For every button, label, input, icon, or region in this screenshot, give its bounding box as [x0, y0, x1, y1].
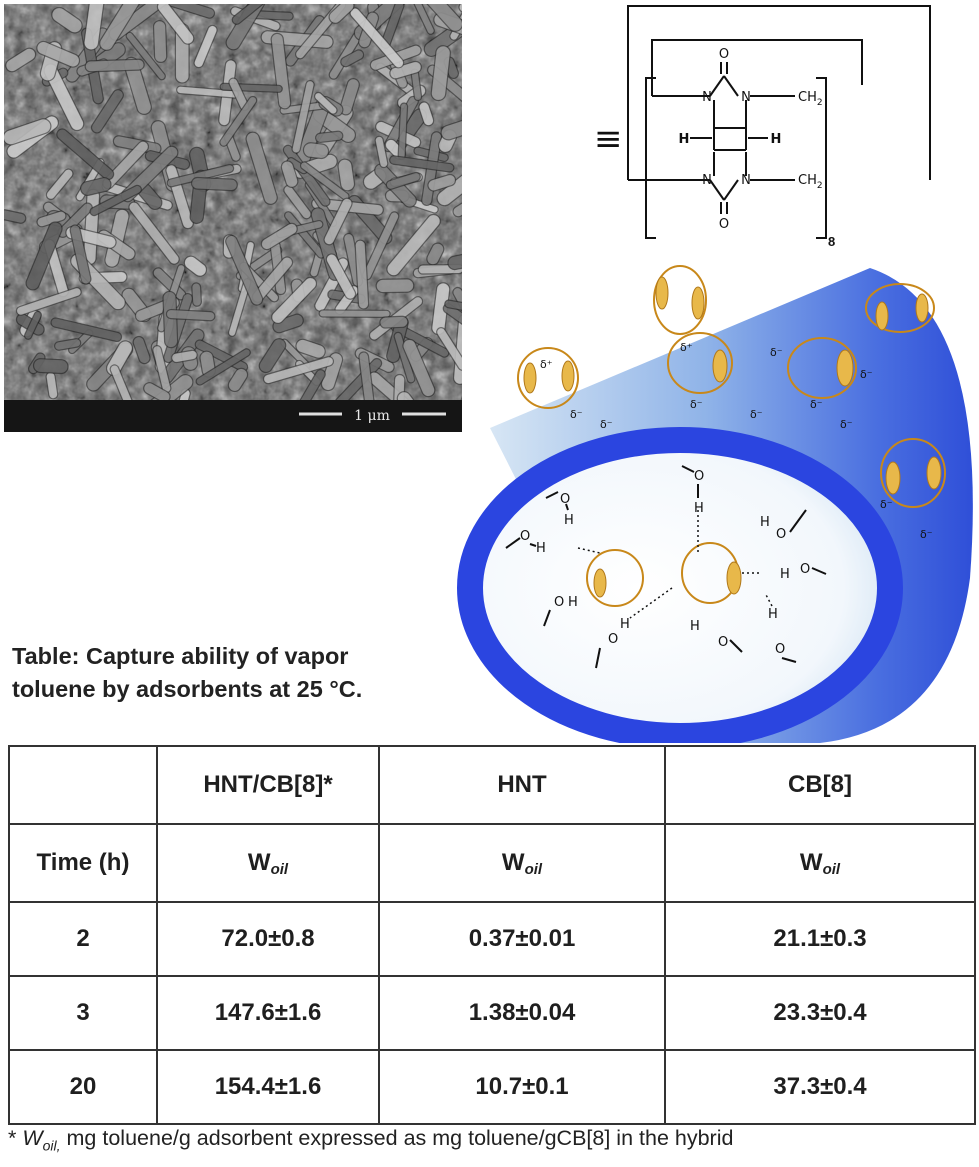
water-atom: O — [718, 635, 728, 650]
capture-ability-table: HNT/CB[8]* HNT CB[8] Time (h) Woil Woil … — [8, 745, 976, 1125]
header-cell: CB[8] — [664, 745, 976, 825]
footnote-w: W — [22, 1126, 43, 1150]
water-atom: O — [520, 529, 530, 544]
charge-label: δ⁻ — [880, 498, 893, 511]
partial-positive-label: δ⁺ — [540, 358, 553, 371]
sem-micrograph: 1 μm — [4, 4, 462, 432]
caption-line: toluene by adsorbents at 25 °C. — [12, 676, 363, 702]
charge-label: δ⁻ — [920, 528, 933, 541]
w-letter: W — [247, 848, 271, 876]
footnote-star: * — [8, 1126, 23, 1150]
equivalence-symbol: ≡ — [594, 119, 623, 159]
water-atom: H — [564, 513, 574, 528]
water-atom: O — [560, 492, 570, 507]
hnt-cb8-cell: 72.0±0.8 — [156, 901, 380, 977]
header-cell: HNT — [378, 745, 666, 825]
w-subscript: oil — [822, 860, 841, 878]
water-atom: H — [568, 595, 578, 610]
cb8-cell: 37.3±0.4 — [664, 1049, 976, 1125]
atom-label: N — [741, 173, 751, 188]
table-caption: Table: Capture ability of vapor toluene … — [12, 640, 442, 706]
water-atom: O — [694, 469, 704, 484]
woil-cell: Woil — [156, 823, 380, 903]
partial-positive-label: δ⁺ — [680, 341, 693, 354]
charge-label: δ⁻ — [600, 418, 613, 431]
table-row: 2 72.0±0.8 0.37±0.01 21.1±0.3 — [8, 901, 976, 977]
time-cell: 2 — [8, 901, 158, 977]
time-cell: 20 — [8, 1049, 158, 1125]
hnt-cell: 10.7±0.1 — [378, 1049, 666, 1125]
atom-label: H — [771, 132, 782, 147]
water-atom: H — [690, 619, 700, 634]
water-atom: O — [554, 595, 564, 610]
charge-label: δ⁻ — [750, 408, 763, 421]
header-cell — [8, 745, 158, 825]
woil-cell: Woil — [664, 823, 976, 903]
cb8-structure-diagram: ≡ 8 O O N N N N — [594, 5, 931, 249]
table-header-row: HNT/CB[8]* HNT CB[8] — [8, 745, 976, 825]
water-atom: O — [800, 562, 810, 577]
w-letter: W — [799, 848, 823, 876]
footnote-text: mg toluene/g adsorbent expressed as mg t… — [60, 1126, 734, 1150]
w-subscript: oil — [270, 860, 289, 878]
svg-text:CH2: CH2 — [798, 173, 823, 191]
caption-line: Table: Capture ability of vapor — [12, 643, 349, 669]
cb8-cell: 21.1±0.3 — [664, 901, 976, 977]
scale-bar-label: 1 μm — [354, 408, 390, 424]
water-atom: O — [776, 527, 786, 542]
time-cell: 3 — [8, 975, 158, 1051]
w-subscript: oil — [524, 860, 543, 878]
svg-text:CH2: CH2 — [798, 90, 823, 108]
nanotube-diagram: δ⁻ δ⁻ δ⁻ δ⁻ δ⁻ δ⁻ δ⁻ δ⁻ δ⁻ δ⁻ δ⁺ δ⁺ O H … — [457, 265, 973, 743]
atom-label: N — [702, 173, 712, 188]
water-atom: H — [760, 515, 770, 530]
water-atom: H — [768, 607, 778, 622]
atom-label: N — [741, 90, 751, 105]
table-unit-row: Time (h) Woil Woil Woil — [8, 823, 976, 903]
hnt-cb8-cell: 147.6±1.6 — [156, 975, 380, 1051]
ch2-subscript: 2 — [817, 181, 823, 191]
charge-label: δ⁻ — [690, 398, 703, 411]
water-atom: H — [694, 501, 704, 516]
water-atom: H — [620, 617, 630, 632]
hnt-cell: 1.38±0.04 — [378, 975, 666, 1051]
header-cell: HNT/CB[8]* — [156, 745, 380, 825]
atom-label: O — [719, 217, 729, 232]
charge-label: δ⁻ — [840, 418, 853, 431]
woil-cell: Woil — [378, 823, 666, 903]
charge-label: δ⁻ — [770, 346, 783, 359]
table-row: 20 154.4±1.6 10.7±0.1 37.3±0.4 — [8, 1049, 976, 1125]
atom-label: O — [719, 47, 729, 62]
time-header: Time (h) — [8, 823, 158, 903]
hnt-cell: 0.37±0.01 — [378, 901, 666, 977]
water-atom: H — [536, 541, 546, 556]
hnt-cb8-cell: 154.4±1.6 — [156, 1049, 380, 1125]
water-atom: O — [608, 632, 618, 647]
atom-label: H — [679, 132, 690, 147]
atom-label: N — [702, 90, 712, 105]
footnote: * Woil, mg toluene/g adsorbent expressed… — [8, 1126, 978, 1153]
repeat-count: 8 — [828, 234, 835, 249]
cb8-cell: 23.3±0.4 — [664, 975, 976, 1051]
water-atom: H — [780, 567, 790, 582]
ch2-subscript: 2 — [817, 98, 823, 108]
water-atom: O — [775, 642, 785, 657]
footnote-w-sub: oil, — [42, 1137, 61, 1154]
ch2-label: CH — [798, 173, 817, 188]
charge-label: δ⁻ — [570, 408, 583, 421]
table-row: 3 147.6±1.6 1.38±0.04 23.3±0.4 — [8, 975, 976, 1051]
w-letter: W — [501, 848, 525, 876]
charge-label: δ⁻ — [860, 368, 873, 381]
charge-label: δ⁻ — [810, 398, 823, 411]
ch2-label: CH — [798, 90, 817, 105]
